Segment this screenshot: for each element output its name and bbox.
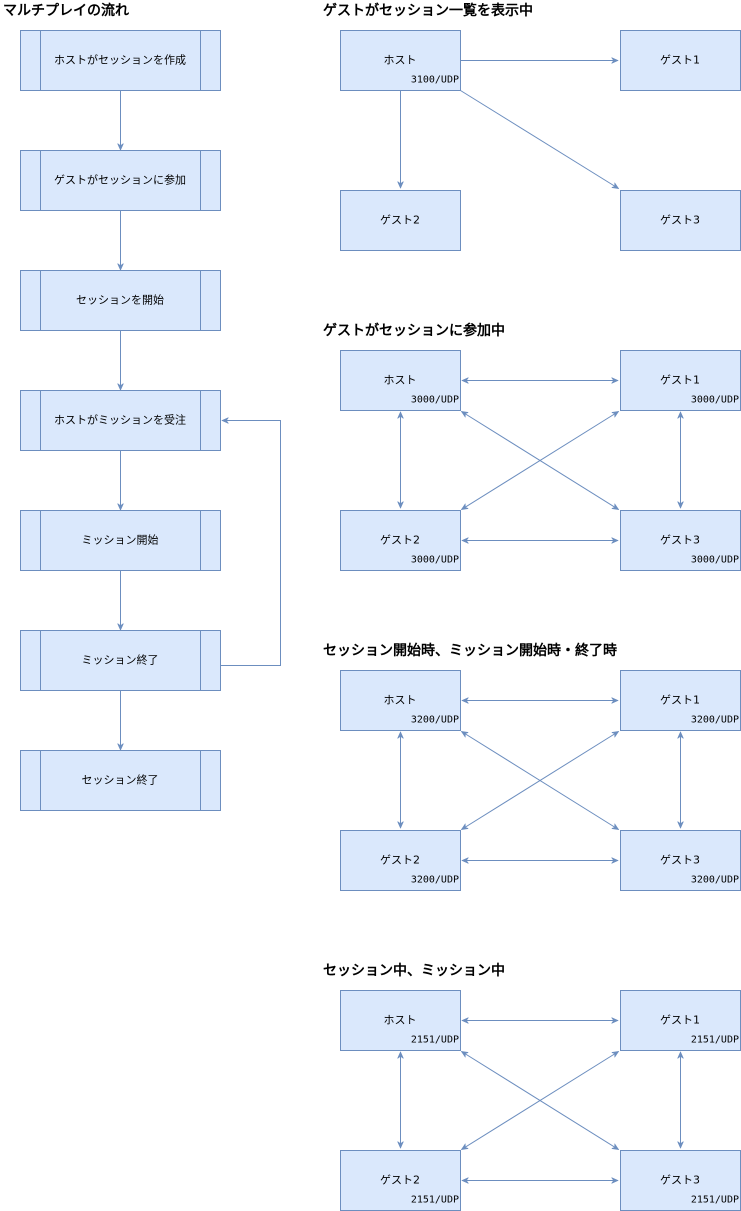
node-label: ゲスト2 (380, 1174, 420, 1187)
node-port: 2151/UDP (411, 1035, 459, 1046)
flow-step: セッションを開始 (20, 270, 221, 331)
process-box (20, 270, 221, 331)
node-guest2: ゲスト2 (340, 190, 461, 251)
flow-step-label: ホストがセッションを作成 (54, 53, 186, 67)
node-guest1: ゲスト1 3200/UDP (620, 670, 741, 731)
flow-step: ミッション終了 (20, 630, 221, 691)
node-guest2: ゲスト2 3200/UDP (340, 830, 461, 891)
connector-guest1-guest2 (462, 1052, 619, 1150)
section-join: ゲストがセッションに参加中ホスト3000/UDPゲスト13000/UDPゲスト2… (323, 322, 741, 571)
loop-back-arrow (220, 421, 281, 666)
node-box (620, 990, 741, 1051)
node-label: ゲスト2 (380, 854, 420, 867)
section-title: ゲストがセッションに参加中 (323, 322, 505, 339)
node-label: ゲスト2 (380, 214, 420, 227)
node-port: 3200/UDP (691, 715, 739, 726)
flow-title: マルチプレイの流れ (3, 2, 129, 19)
node-guest1: ゲスト1 2151/UDP (620, 990, 741, 1051)
node-box (620, 1150, 741, 1211)
process-box (20, 30, 221, 91)
section-during: セッション中、ミッション中ホスト2151/UDPゲスト12151/UDPゲスト2… (323, 962, 741, 1211)
node-guest3: ゲスト3 3200/UDP (620, 830, 741, 891)
connector-host-guest3 (460, 90, 619, 189)
flow-step: ホストがセッションを作成 (20, 30, 221, 91)
node-label: ゲスト3 (660, 854, 700, 867)
section-title: セッション開始時、ミッション開始時・終了時 (323, 642, 617, 659)
node-label: ゲスト1 (660, 374, 700, 387)
flow-step-label: ミッション開始 (82, 533, 159, 547)
node-port: 3000/UDP (691, 555, 739, 566)
node-label: ホスト (384, 54, 417, 67)
connector-guest1-guest2 (462, 732, 619, 830)
flow-step: ゲストがセッションに参加 (20, 150, 221, 211)
node-port: 2151/UDP (691, 1035, 739, 1046)
flow-step-label: セッション終了 (82, 773, 159, 787)
node-guest3: ゲスト3 (620, 190, 741, 251)
node-guest3: ゲスト3 3000/UDP (620, 510, 741, 571)
node-label: ゲスト1 (660, 1014, 700, 1027)
node-port: 2151/UDP (691, 1195, 739, 1206)
flow-step: ミッション開始 (20, 510, 221, 571)
node-label: ゲスト1 (660, 54, 700, 67)
node-box (620, 350, 741, 411)
node-host: ホスト 3100/UDP (340, 30, 461, 91)
node-label: ホスト (384, 374, 417, 387)
node-port: 3000/UDP (691, 395, 739, 406)
node-guest2: ゲスト2 2151/UDP (340, 1150, 461, 1211)
node-box (620, 510, 741, 571)
node-box (340, 190, 461, 251)
node-box (620, 670, 741, 731)
node-guest1: ゲスト1 (620, 30, 741, 91)
node-box (340, 30, 461, 91)
node-box (340, 670, 461, 731)
node-guest2: ゲスト2 3000/UDP (340, 510, 461, 571)
flow-step-label: セッションを開始 (76, 293, 164, 307)
flow-step-label: ゲストがセッションに参加 (54, 173, 186, 187)
node-box (340, 510, 461, 571)
process-box (20, 630, 221, 691)
process-box (20, 150, 221, 211)
node-label: ゲスト2 (380, 534, 420, 547)
node-label: ホスト (384, 1014, 417, 1027)
node-port: 3200/UDP (411, 715, 459, 726)
flow-step-label: ホストがミッションを受注 (54, 413, 186, 427)
flow-step: ホストがミッションを受注 (20, 390, 221, 451)
node-port: 3200/UDP (411, 875, 459, 886)
node-label: ゲスト3 (660, 534, 700, 547)
connector-guest1-guest2 (462, 412, 619, 510)
node-host: ホスト 3200/UDP (340, 670, 461, 731)
node-box (620, 190, 741, 251)
node-host: ホスト 3000/UDP (340, 350, 461, 411)
node-port: 3100/UDP (411, 75, 459, 86)
node-port: 3000/UDP (411, 555, 459, 566)
node-port: 3200/UDP (691, 875, 739, 886)
section-title: ゲストがセッション一覧を表示中 (323, 2, 533, 19)
node-label: ホスト (384, 694, 417, 707)
flow-step: セッション終了 (20, 750, 221, 811)
node-port: 2151/UDP (411, 1195, 459, 1206)
section-title: セッション中、ミッション中 (323, 962, 505, 979)
node-label: ゲスト1 (660, 694, 700, 707)
flow-step-label: ミッション終了 (82, 653, 159, 667)
node-label: ゲスト3 (660, 214, 700, 227)
node-guest3: ゲスト3 2151/UDP (620, 1150, 741, 1211)
node-box (620, 30, 741, 91)
node-box (340, 830, 461, 891)
process-box (20, 750, 221, 811)
node-box (340, 350, 461, 411)
node-guest1: ゲスト1 3000/UDP (620, 350, 741, 411)
node-host: ホスト 2151/UDP (340, 990, 461, 1051)
node-label: ゲスト3 (660, 1174, 700, 1187)
node-box (340, 990, 461, 1051)
node-port: 3000/UDP (411, 395, 459, 406)
